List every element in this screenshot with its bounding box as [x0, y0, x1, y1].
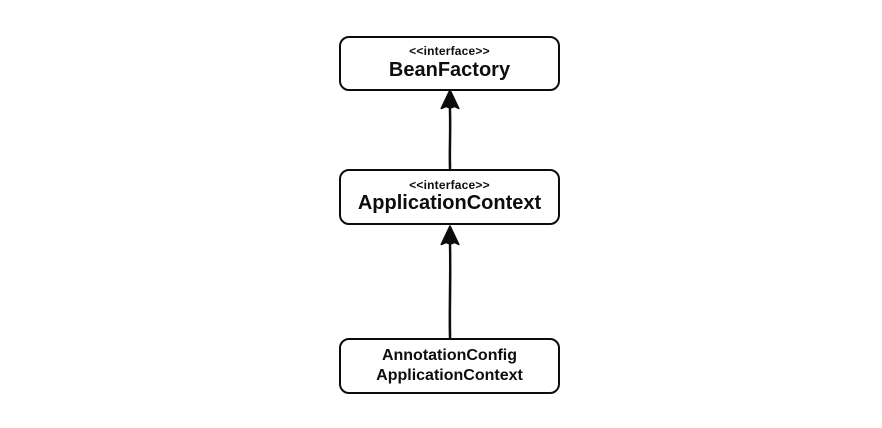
node-bean-factory: <<interface>> BeanFactory [339, 36, 560, 91]
node-name-line-1: AnnotationConfig [381, 347, 518, 364]
arrowhead-icon [440, 89, 460, 110]
inheritance-arrow-application-context-to-bean-factory [440, 89, 460, 171]
arrowhead-icon [440, 225, 460, 246]
stereotype-label: <<interface>> [409, 44, 490, 59]
node-name: ApplicationContext [357, 192, 542, 215]
node-name-line-2: ApplicationContext [376, 367, 523, 384]
stereotype-label: <<interface>> [409, 177, 490, 192]
node-application-context: <<interface>> ApplicationContext [339, 169, 560, 225]
node-annotation-config-application-context: AnnotationConfig ApplicationContext [339, 338, 560, 394]
node-name: BeanFactory [388, 58, 511, 81]
inheritance-arrow-annotation-config-to-application-context [440, 225, 460, 340]
